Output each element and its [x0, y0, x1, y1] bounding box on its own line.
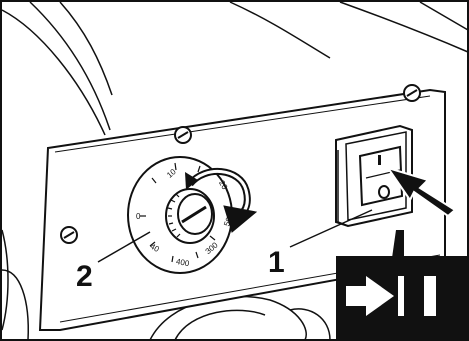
callout-2: 2 — [76, 260, 93, 293]
on-mark-I — [378, 155, 381, 165]
speed-knob — [166, 189, 214, 243]
screw — [175, 127, 191, 143]
screw — [61, 227, 77, 243]
screw — [404, 85, 420, 101]
dial-label: 0 — [136, 212, 141, 221]
callout-1: 1 — [268, 246, 285, 279]
